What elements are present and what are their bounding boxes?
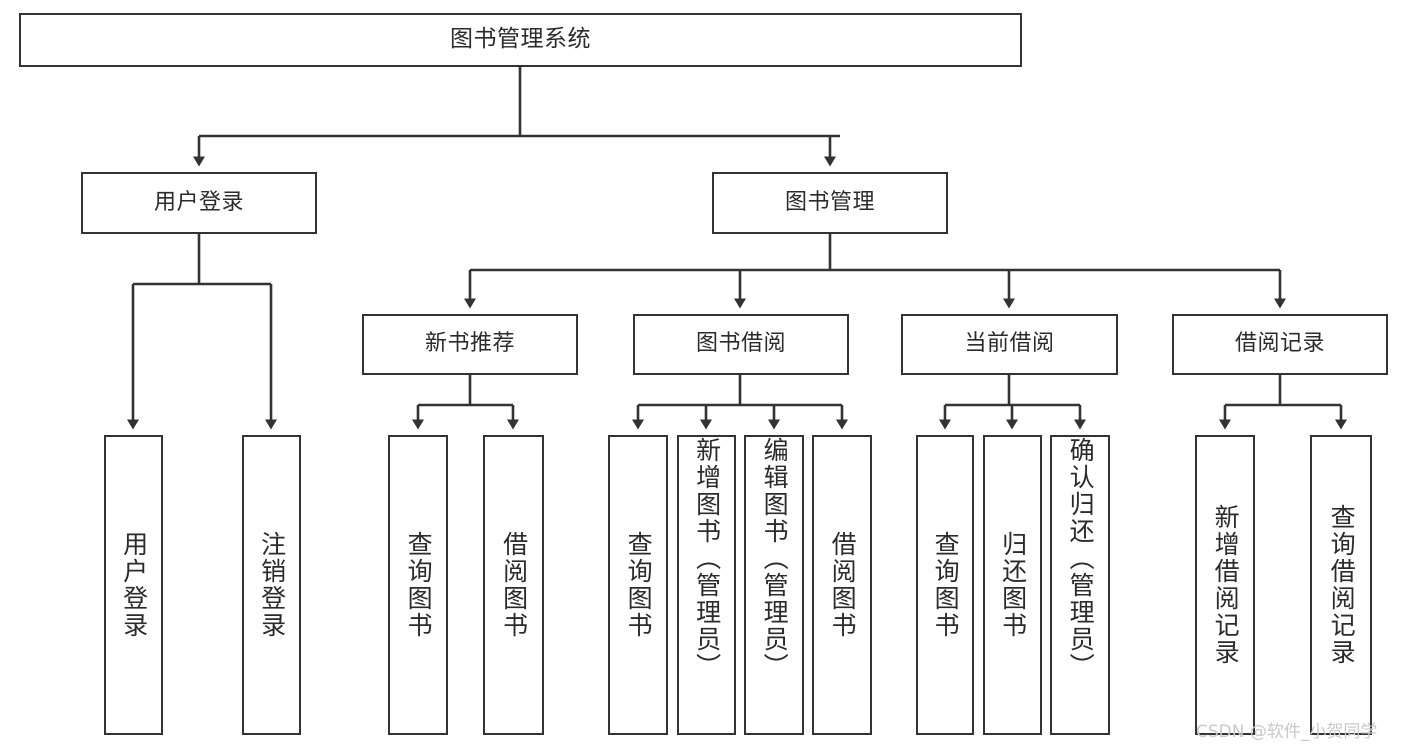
leaf-user-login-logout[interactable]: 注销登录 [242,435,301,735]
node-label: 编辑图书（管理员） [760,437,790,680]
node-label: 借阅图书 [499,531,529,639]
node-current-borrow[interactable]: 当前借阅 [901,314,1118,375]
leaf-newbook-borrow-book[interactable]: 借阅图书 [483,435,544,735]
leaf-bookborrow-add-book[interactable]: 新增图书（管理员） [677,435,736,735]
node-label: 查询图书 [624,531,654,639]
node-label: 图书管理系统 [450,26,591,53]
leaf-newbook-query-book[interactable]: 查询图书 [388,435,448,735]
node-label: 新书推荐 [424,331,515,357]
leaf-bookborrow-edit-book[interactable]: 编辑图书（管理员） [744,435,804,735]
leaf-currentborrow-return-book[interactable]: 归还图书 [983,435,1042,735]
node-label: 确认归还（管理员） [1066,437,1096,680]
leaf-borrowrecord-add-record[interactable]: 新增借阅记录 [1195,435,1255,735]
leaf-bookborrow-query-book[interactable]: 查询图书 [608,435,668,735]
node-label: 查询借阅记录 [1327,504,1357,666]
leaf-currentborrow-query-book[interactable]: 查询图书 [916,435,974,735]
node-new-book-recommend[interactable]: 新书推荐 [362,314,578,375]
node-book-management[interactable]: 图书管理 [712,172,948,234]
csdn-watermark: CSDN @软件_小贺同学 [1196,722,1378,742]
node-user-login[interactable]: 用户登录 [81,172,317,234]
leaf-borrowrecord-query-record[interactable]: 查询借阅记录 [1310,435,1372,735]
node-root-system[interactable]: 图书管理系统 [19,13,1022,67]
node-label: 当前借阅 [964,331,1055,357]
node-borrow-record[interactable]: 借阅记录 [1172,314,1388,375]
node-label: 图书管理 [784,189,875,215]
node-label: 借阅记录 [1234,331,1325,357]
node-label: 查询图书 [404,531,434,639]
leaf-user-login-login[interactable]: 用户登录 [104,435,163,735]
node-book-borrow[interactable]: 图书借阅 [633,314,849,375]
node-label: 新增借阅记录 [1211,504,1241,666]
node-label: 图书借阅 [695,331,786,357]
node-label: 用户登录 [119,531,149,639]
node-label: 注销登录 [257,531,287,639]
leaf-bookborrow-borrow-book[interactable]: 借阅图书 [812,435,872,735]
node-label: 借阅图书 [828,531,858,639]
node-label: 用户登录 [153,189,244,215]
node-label: 查询图书 [931,531,961,639]
node-label: 归还图书 [998,531,1028,639]
node-label: 新增图书（管理员） [692,437,722,680]
leaf-currentborrow-confirm-return[interactable]: 确认归还（管理员） [1050,435,1110,735]
